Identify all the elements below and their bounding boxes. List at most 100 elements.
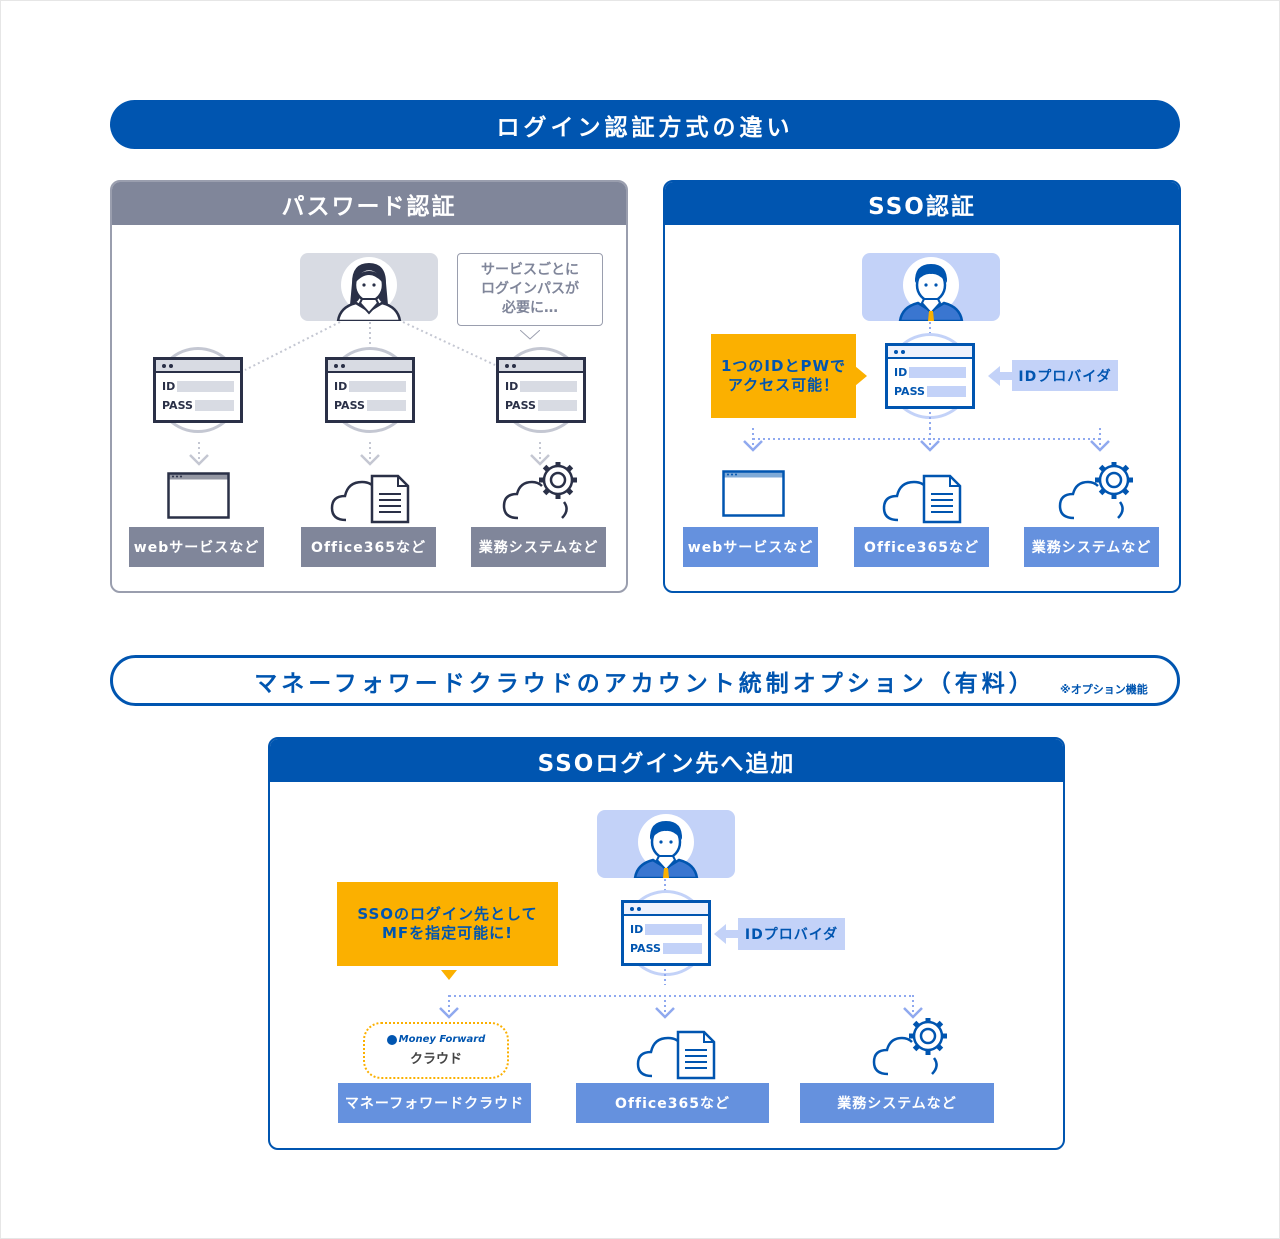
pass-row: PASS bbox=[888, 382, 972, 401]
window-titlebar bbox=[888, 346, 972, 359]
arrow-down-icon bbox=[528, 442, 552, 468]
service-label: 業務システムなど bbox=[1024, 527, 1159, 567]
id-label: ID bbox=[162, 380, 176, 393]
window-titlebar bbox=[499, 360, 583, 373]
id-row: ID bbox=[499, 377, 583, 396]
add-panel-header: SSOログイン先へ追加 bbox=[270, 739, 1063, 782]
sso-callout: 1つのIDとPWでアクセス可能！ bbox=[711, 334, 856, 418]
bubble-line: 必要に… bbox=[502, 299, 558, 316]
callout-line: 1つのIDとPWで bbox=[720, 356, 846, 375]
id-field bbox=[177, 381, 234, 392]
window-dot bbox=[901, 350, 905, 354]
window-dot bbox=[637, 907, 641, 911]
connector-line bbox=[928, 320, 932, 337]
id-provider-badge: IDプロバイダ bbox=[738, 918, 845, 950]
bubble-line: ログインパスが bbox=[481, 281, 579, 298]
window-titlebar bbox=[624, 903, 708, 916]
pass-row: PASS bbox=[328, 396, 412, 415]
window-dot bbox=[162, 364, 166, 368]
window-dot bbox=[630, 907, 634, 911]
pass-row: PASS bbox=[499, 396, 583, 415]
mf-logo-text: Money Forward bbox=[398, 1034, 486, 1045]
cloud-document-icon bbox=[632, 1024, 716, 1080]
pass-label: PASS bbox=[630, 942, 661, 955]
pass-field bbox=[537, 400, 577, 411]
pass-label: PASS bbox=[894, 385, 925, 398]
service-label: 業務システムなど bbox=[471, 527, 606, 567]
cloud-gear-icon bbox=[1054, 461, 1138, 520]
pass-field bbox=[194, 400, 234, 411]
service-label: webサービスなど bbox=[129, 527, 264, 567]
login-window: ID PASS bbox=[153, 357, 243, 423]
arrow-down-icon bbox=[437, 995, 461, 1021]
id-label: ID bbox=[630, 923, 644, 936]
pass-label: PASS bbox=[334, 399, 365, 412]
cloud-document-icon bbox=[326, 468, 410, 524]
callout-pointer bbox=[441, 965, 457, 980]
cloud-document-icon bbox=[878, 468, 962, 524]
pass-field bbox=[366, 400, 406, 411]
connector-line bbox=[447, 983, 915, 997]
option-bar-title: マネーフォワードクラウドのアカウント統制オプション（有料） bbox=[110, 655, 1180, 706]
speech-bubble: サービスごとにログインパスが必要に… bbox=[457, 253, 603, 326]
person-icon bbox=[862, 253, 1000, 323]
id-label: ID bbox=[505, 380, 519, 393]
id-row: ID bbox=[156, 377, 240, 396]
window-titlebar bbox=[156, 360, 240, 373]
login-window: ID PASS bbox=[621, 900, 711, 966]
service-label: マネーフォワードクラウド bbox=[338, 1083, 531, 1123]
bubble-line: サービスごとに bbox=[481, 262, 579, 279]
person-icon bbox=[597, 810, 735, 880]
arrow-down-icon bbox=[653, 995, 677, 1021]
callout-line: MFを指定可能に! bbox=[381, 924, 513, 942]
login-window: ID PASS bbox=[496, 357, 586, 423]
page-title: ログイン認証方式の違い bbox=[110, 100, 1180, 149]
arrow-down-icon bbox=[918, 428, 942, 454]
window-dot bbox=[894, 350, 898, 354]
password-panel-header: パスワード認証 bbox=[112, 182, 626, 225]
id-label: ID bbox=[894, 366, 908, 379]
callout-line: SSOのログイン先として bbox=[357, 904, 538, 923]
id-provider-badge: IDプロバイダ bbox=[1012, 360, 1118, 391]
arrow-down-icon bbox=[187, 442, 211, 468]
pass-row: PASS bbox=[156, 396, 240, 415]
bubble-pointer bbox=[519, 325, 541, 340]
mf-logo-sub: クラウド bbox=[409, 1052, 462, 1067]
option-note: ※オプション機能 bbox=[1060, 683, 1148, 696]
pass-label: PASS bbox=[162, 399, 193, 412]
person-icon bbox=[300, 253, 438, 323]
id-field bbox=[520, 381, 577, 392]
window-dot bbox=[341, 364, 345, 368]
pass-field bbox=[662, 943, 702, 954]
arrow-down-icon bbox=[1088, 428, 1112, 454]
arrow-left-icon bbox=[988, 366, 1012, 386]
window-dot bbox=[334, 364, 338, 368]
callout-pointer bbox=[855, 366, 867, 386]
service-label: webサービスなど bbox=[683, 527, 818, 567]
connector-line bbox=[401, 320, 497, 367]
connector-line bbox=[663, 877, 667, 894]
sso-panel-header: SSO認証 bbox=[665, 182, 1179, 225]
id-field bbox=[349, 381, 406, 392]
service-label: 業務システムなど bbox=[800, 1083, 994, 1123]
login-window: ID PASS bbox=[885, 343, 975, 409]
id-field bbox=[645, 924, 702, 935]
mf-logo-icon bbox=[386, 1034, 397, 1045]
browser-icon bbox=[167, 472, 231, 520]
callout-line: アクセス可能！ bbox=[727, 376, 840, 394]
id-field bbox=[909, 367, 966, 378]
arrow-down-icon bbox=[741, 428, 765, 454]
service-label: Office365など bbox=[854, 527, 989, 567]
service-label: Office365など bbox=[301, 527, 436, 567]
mf-logo-row: Money Forward bbox=[386, 1034, 486, 1045]
service-label: Office365など bbox=[576, 1083, 769, 1123]
arrow-down-icon bbox=[901, 995, 925, 1021]
window-dot bbox=[505, 364, 509, 368]
pass-row: PASS bbox=[624, 939, 708, 958]
id-row: ID bbox=[328, 377, 412, 396]
arrow-left-icon bbox=[714, 924, 738, 944]
login-window: ID PASS bbox=[325, 357, 415, 423]
window-titlebar bbox=[328, 360, 412, 373]
window-dot bbox=[169, 364, 173, 368]
